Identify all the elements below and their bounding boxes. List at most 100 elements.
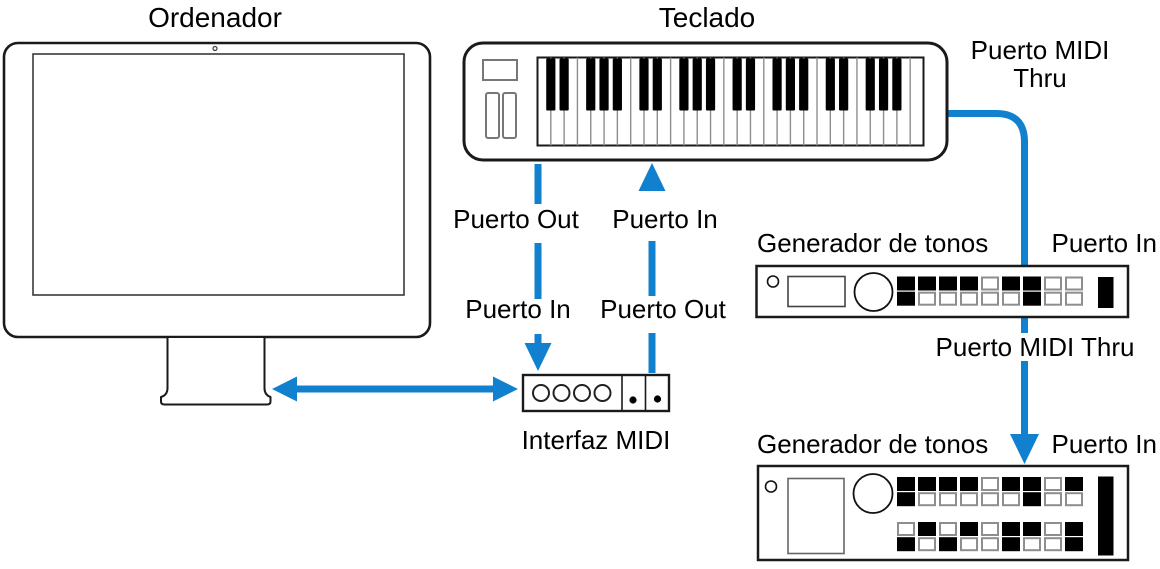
cable-keyboard-thru — [946, 110, 1028, 266]
button-on — [960, 276, 978, 291]
button-off — [897, 522, 915, 536]
interface-port-in-label: Puerto In — [465, 294, 571, 324]
black-key — [732, 58, 742, 111]
button-off — [939, 492, 957, 507]
button-on — [1023, 522, 1041, 536]
button-off — [939, 291, 957, 306]
button-off — [1023, 537, 1041, 552]
gen2-knob — [852, 473, 894, 514]
gen1-label: Generador de tonos — [757, 228, 989, 258]
button-on — [960, 522, 978, 536]
black-key — [599, 58, 609, 111]
gen1-knob — [853, 272, 894, 312]
button-off — [1044, 522, 1062, 536]
button-on — [1023, 276, 1041, 291]
button-off — [960, 492, 978, 507]
gen1-level-bar — [1098, 277, 1114, 308]
black-key — [878, 58, 889, 111]
black-key — [692, 58, 702, 111]
button-on — [1002, 276, 1020, 291]
button-off — [1002, 492, 1020, 507]
button-on — [960, 477, 978, 491]
keyboard-illustration — [462, 41, 949, 162]
button-on — [897, 291, 915, 306]
black-key — [652, 58, 662, 111]
arrowhead-to-interface — [493, 376, 518, 402]
button-on — [1023, 477, 1041, 491]
button-on — [1002, 477, 1020, 491]
button-on — [897, 492, 915, 507]
computer-screen — [32, 53, 405, 296]
gen2-level-bar — [1098, 476, 1114, 556]
button-off — [981, 477, 999, 491]
black-key — [865, 58, 875, 111]
keyboard-thru-label-line1: Puerto MIDI — [970, 35, 1110, 65]
black-key — [639, 58, 649, 111]
button-on — [1002, 522, 1020, 536]
power-led — [766, 275, 780, 288]
gen1-button-grid — [897, 276, 1083, 306]
button-on — [1065, 537, 1083, 552]
gen2-port-in-label: Puerto In — [1051, 429, 1157, 459]
computer-stand — [160, 338, 272, 406]
button-on — [918, 522, 936, 536]
computer-illustration — [2, 41, 432, 406]
keyboard-keys — [536, 56, 925, 147]
button-off — [1065, 276, 1083, 291]
button-off — [1044, 492, 1062, 507]
button-off — [1044, 276, 1062, 291]
button-off — [918, 492, 936, 507]
black-key — [892, 58, 902, 111]
black-key — [839, 58, 849, 111]
keyboard-display — [482, 59, 518, 81]
black-key — [559, 58, 569, 111]
black-key — [705, 58, 716, 111]
arrowhead-interface-in — [524, 343, 552, 371]
black-key — [785, 58, 795, 111]
black-key — [612, 58, 622, 111]
button-off — [918, 537, 936, 552]
button-on — [897, 477, 915, 491]
keyboard-port-in-label: Puerto In — [612, 204, 718, 234]
button-on — [918, 276, 936, 291]
keyboard-title: Teclado — [658, 2, 756, 33]
keyboard-port-out-label: Puerto Out — [453, 204, 579, 234]
black-key — [799, 58, 809, 111]
arrowhead-to-computer — [272, 376, 297, 402]
button-off — [1044, 537, 1062, 552]
button-off — [981, 492, 999, 507]
button-off — [981, 537, 999, 552]
interface-jack-dot — [653, 395, 662, 403]
button-off — [1044, 477, 1062, 491]
black-key — [772, 58, 782, 111]
button-on — [1023, 492, 1041, 507]
button-on — [1065, 522, 1083, 536]
button-on — [1065, 477, 1083, 491]
black-key — [586, 58, 596, 111]
keyboard-thru-label: Puerto MIDI Thru — [971, 36, 1110, 92]
gen2-label: Generador de tonos — [757, 429, 989, 459]
keyboard-thru-label-line2: Thru — [1013, 63, 1067, 93]
midi-interface-illustration — [521, 373, 671, 413]
interface-label: Interfaz MIDI — [521, 425, 671, 455]
button-off — [981, 522, 999, 536]
arrowhead-keyboard-in — [638, 163, 666, 191]
gen2-button-grid-top — [897, 477, 1083, 507]
button-on — [897, 276, 915, 291]
button-off — [960, 291, 978, 306]
gen2-button-grid-bottom — [897, 522, 1083, 552]
button-on — [1002, 537, 1020, 552]
button-on — [1023, 291, 1041, 306]
button-off — [1065, 291, 1083, 306]
button-on — [918, 477, 936, 491]
button-on — [897, 537, 915, 552]
tone-generator-1-illustration — [755, 264, 1130, 319]
tone-generator-2-illustration — [756, 464, 1130, 562]
pitch-wheel — [485, 92, 500, 139]
button-off — [1044, 291, 1062, 306]
button-on — [939, 477, 957, 491]
button-off — [939, 522, 957, 536]
black-key — [546, 58, 556, 111]
